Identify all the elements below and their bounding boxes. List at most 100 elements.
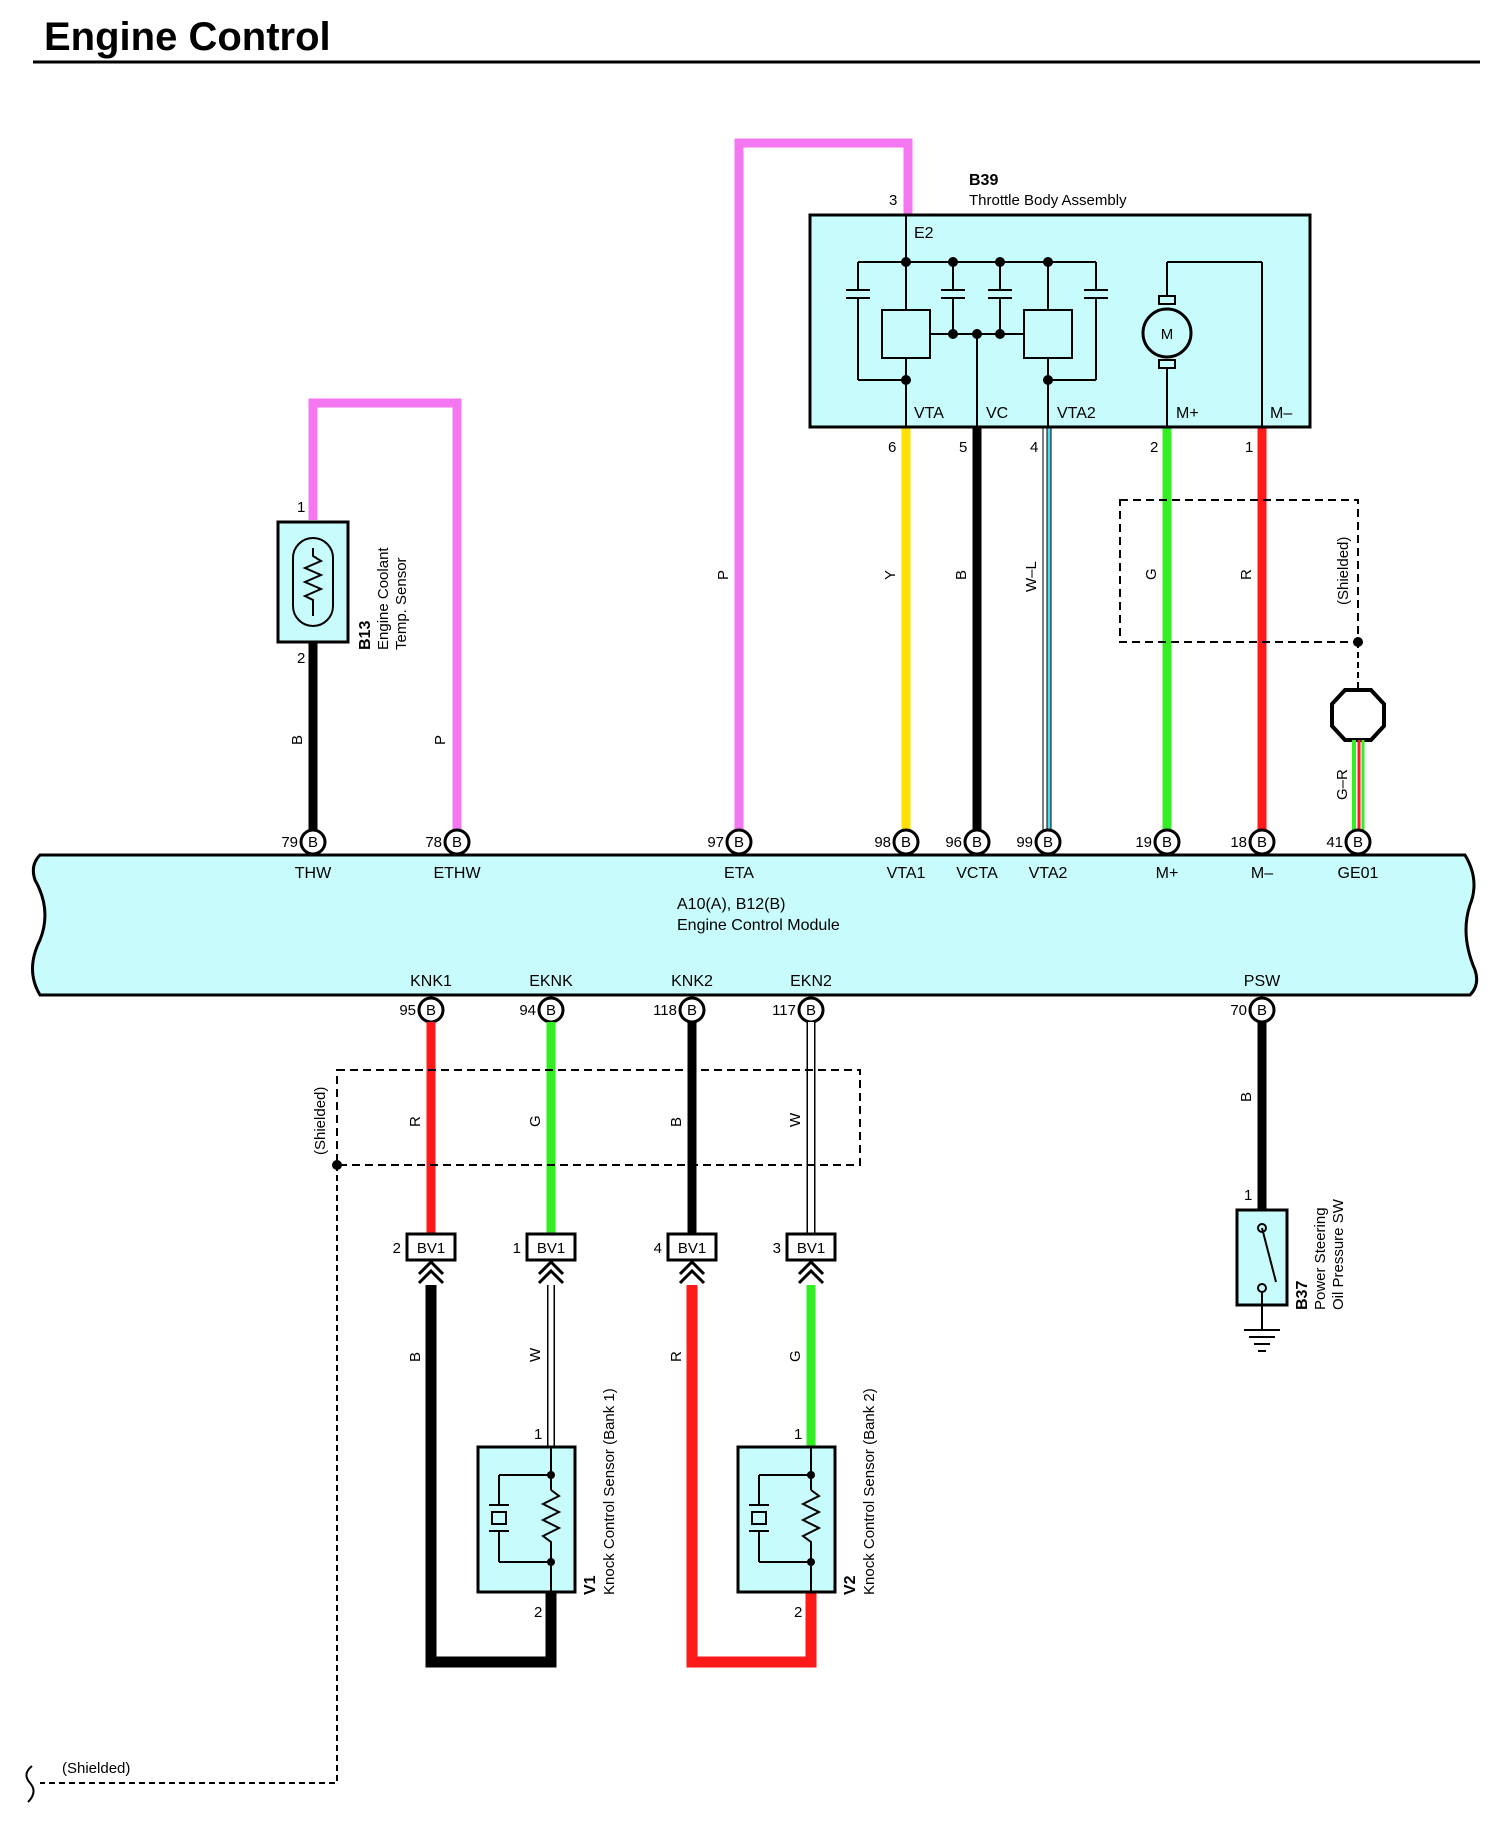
motor-shield-label: (Shielded) [1335,537,1352,605]
tb-pin-vta2: 4 [1030,439,1038,456]
bottom-signal-label: KNK1 [410,973,452,990]
bottom-terminal-letter: B [806,1002,816,1019]
knock-sensor-v1 [476,1445,577,1594]
ecm-name: Engine Control Module [677,917,840,934]
top-terminal-number: 99 [1016,834,1033,851]
top-terminal-letter: B [901,834,911,851]
motor-brush-top [1158,295,1176,305]
bv1-connector [525,1232,577,1262]
top-terminal-letter: B [308,834,318,851]
bottom-signal-label: EKN2 [790,973,832,990]
ects-name2: Temp. Sensor [393,557,410,650]
bottom-terminal-letter: B [546,1002,556,1019]
bottom-terminal-number: 118 [653,1002,677,1019]
top-signal-label: VTA2 [1029,865,1068,882]
knock-sensor-v2 [736,1445,837,1594]
tb-pin-vc: 5 [959,439,967,456]
chevron-up-icon [537,1259,565,1285]
v1-pin1: 1 [534,1426,542,1443]
knock-shield-label: (Shielded) [312,1087,329,1155]
bottom-terminal-letter: B [426,1002,436,1019]
bottom-signal-label: KNK2 [671,973,713,990]
v2-junction-bottom [807,1558,815,1566]
ects-pin2: 2 [297,650,305,667]
top-terminal-8 [1344,828,1372,856]
wc-v2-r: R [668,1351,685,1362]
tb-label-e2: E2 [914,225,934,242]
bottom-signal-label: EKNK [529,973,573,990]
top-terminal-letter: B [1162,834,1172,851]
bottom-terminal-letter: B [1257,1002,1267,1019]
top-signal-label: GE01 [1338,865,1379,882]
bottom-terminal-letter: B [687,1002,697,1019]
tb-pin-mp: 2 [1150,439,1158,456]
wc-v1-w: W [527,1347,544,1362]
page-title: Engine Control [44,15,331,59]
wc-ethw: P [432,735,449,745]
bottom-terminal-number: 95 [399,1002,416,1019]
wc-knk2: B [668,1117,685,1127]
ps-id: B37 [1294,1281,1311,1310]
wc-vc: B [953,570,970,580]
ps-name2: Oil Pressure SW [1330,1198,1347,1310]
v2-name: Knock Control Sensor (Bank 2) [861,1388,878,1595]
wire-break-icon [25,1765,35,1803]
ecm-body [31,853,1479,997]
top-terminal-number: 78 [425,834,442,851]
tb-pin-vta: 6 [888,439,896,456]
tb-label-vc: VC [986,405,1008,422]
wc-vta2: W–L [1023,561,1040,592]
shield-ground-junction [1330,688,1386,742]
v2-junction-top [807,1471,815,1479]
v1-junction-top [547,1471,555,1479]
pressure-switch-icon [1257,1223,1277,1305]
top-signal-label: ETA [724,865,754,882]
top-terminal-number: 79 [281,834,298,851]
v2-id: V2 [842,1575,859,1595]
bv1-label: BV1 [417,1240,445,1257]
throttle-sensor-circuit [846,216,1263,428]
tb-label-mm: M– [1270,405,1292,422]
wire-eta-p [734,138,913,842]
top-terminal-number: 97 [707,834,724,851]
tb-id: B39 [969,172,998,189]
top-terminal-7 [1248,828,1276,856]
bottom-terminal-number: 70 [1230,1002,1247,1019]
top-signal-label: M+ [1156,865,1179,882]
top-terminal-number: 41 [1326,834,1343,851]
motor-icon [1141,307,1193,359]
top-terminal-letter: B [452,834,462,851]
top-terminal-letter: B [972,834,982,851]
ps-pin: 1 [1244,1187,1252,1204]
chevron-up-icon [797,1259,825,1285]
bv1-connector [666,1232,718,1262]
tb-pin-mm: 1 [1245,439,1253,456]
bv1-pin: 3 [773,1240,781,1257]
ects-body [276,520,350,644]
bottom-terminal-number: 117 [772,1002,796,1019]
bv1-pin: 1 [513,1240,521,1257]
thermistor-icon [292,537,334,627]
tb-pin-e2: 3 [889,192,897,209]
ects-pin1: 1 [297,499,305,516]
bv1-pin: 2 [393,1240,401,1257]
wc-mp: G [1143,568,1160,580]
top-terminal-letter: B [734,834,744,851]
wc-psw: B [1238,1092,1255,1102]
bv1-label: BV1 [537,1240,565,1257]
top-terminal-5 [1034,828,1062,856]
wc-eknk: G [527,1115,544,1127]
tb-label-vta: VTA [914,405,944,422]
v2-pin1: 1 [794,1426,802,1443]
top-terminal-row: B79THWB78ETHWB97ETAB98VTA1B96VCTAB99VTA2… [281,828,1379,882]
circuit-junctions [901,257,1053,385]
wc-v1-b: B [407,1352,424,1362]
motor-brush-bottom [1158,359,1176,369]
tb-name: Throttle Body Assembly [969,192,1127,209]
knock-drain-label: (Shielded) [62,1760,130,1777]
wc-mm: R [1238,569,1255,580]
top-terminal-letter: B [1257,834,1267,851]
motor-shield [1119,499,1359,643]
knock-shield-drain [40,1165,338,1784]
